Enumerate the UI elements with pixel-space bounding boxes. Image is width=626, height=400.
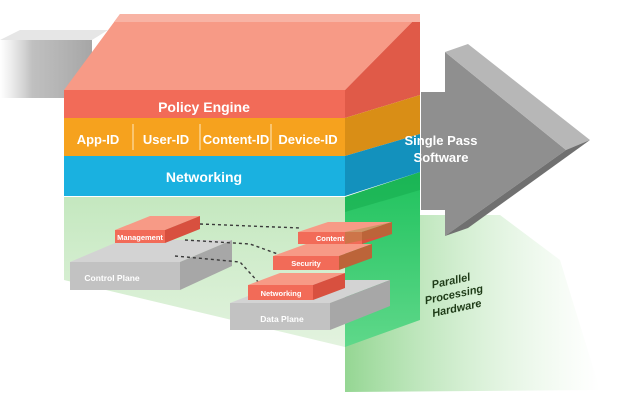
- security-module: [273, 244, 372, 270]
- id-row: [64, 95, 420, 156]
- control-plane-base: [70, 240, 232, 290]
- management-label: Management: [117, 233, 163, 242]
- arrow-label-line1: Single Pass: [405, 133, 478, 148]
- user-id-label: User-ID: [143, 132, 189, 147]
- policy-engine-block: [64, 14, 420, 118]
- content-module: [298, 222, 392, 244]
- policy-engine-label: Policy Engine: [158, 99, 250, 115]
- networking-label: Networking: [166, 169, 242, 185]
- management-module: [115, 216, 200, 243]
- device-id-label: Device-ID: [278, 132, 337, 147]
- networking-module-label: Networking: [261, 289, 302, 298]
- app-id-label: App-ID: [77, 132, 120, 147]
- networking-row: [64, 134, 420, 196]
- module-side-shading: [339, 222, 392, 270]
- content-label: Content: [316, 234, 345, 243]
- arrow-label-line2: Software: [414, 150, 469, 165]
- connection-lines: [174, 223, 301, 285]
- networking-module: [248, 273, 345, 300]
- control-plane-label: Control Plane: [84, 273, 140, 283]
- content-id-label: Content-ID: [203, 132, 269, 147]
- data-plane-label: Data Plane: [260, 314, 304, 324]
- software-arrow-head: [421, 44, 590, 236]
- security-label: Security: [291, 259, 321, 268]
